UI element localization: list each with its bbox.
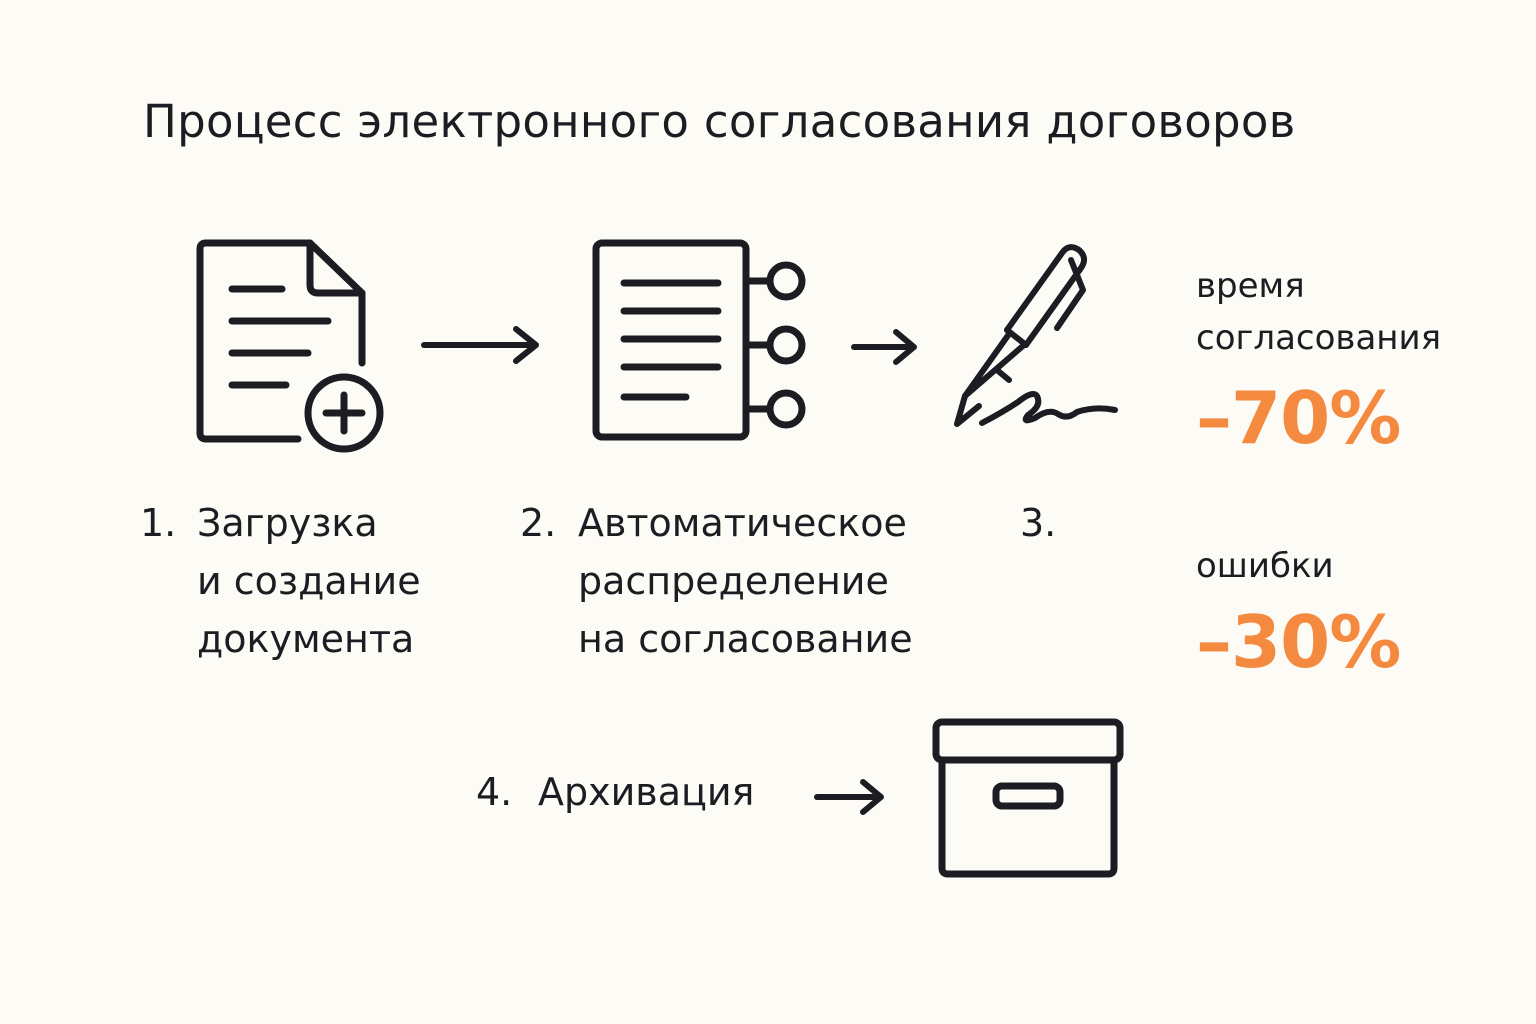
step-label-line: Загрузка	[197, 501, 378, 545]
diagram-title: Процесс электронного согласования догово…	[143, 95, 1296, 148]
step-label-line: и создание	[197, 559, 421, 603]
metric-label-line: согласования	[1196, 318, 1442, 358]
arrow-right-icon	[851, 329, 917, 365]
step-label: Загрузка и создание документа	[197, 494, 421, 668]
metric-label: ошибки	[1196, 540, 1334, 592]
step-label-line: на согласование	[578, 617, 913, 661]
metric-value: –70%	[1196, 376, 1401, 460]
step-label: Архивация	[538, 763, 754, 821]
step-number: 1.	[140, 501, 177, 545]
metric-label-line: время	[1196, 266, 1305, 306]
archive-box-icon	[932, 718, 1124, 878]
arrow-right-icon	[421, 326, 539, 364]
step-label-line: Архивация	[538, 770, 755, 814]
metric-label-line: ошибки	[1196, 546, 1334, 586]
step-label-line: документа	[197, 617, 415, 661]
step-label: Автоматическое распределение на согласов…	[578, 494, 913, 668]
arrow-right-icon	[814, 779, 884, 815]
pen-signature-icon	[954, 244, 1118, 427]
routing-document-icon	[592, 239, 806, 441]
step-number: 2.	[520, 501, 557, 545]
step-label-line: распределение	[578, 559, 889, 603]
step-number: 3.	[1020, 501, 1057, 545]
metric-label: время согласования	[1196, 260, 1441, 364]
document-add-icon	[196, 239, 384, 453]
step-number: 4.	[476, 770, 513, 814]
metric-value: –30%	[1196, 600, 1401, 684]
step-label-line: Автоматическое	[578, 501, 907, 545]
